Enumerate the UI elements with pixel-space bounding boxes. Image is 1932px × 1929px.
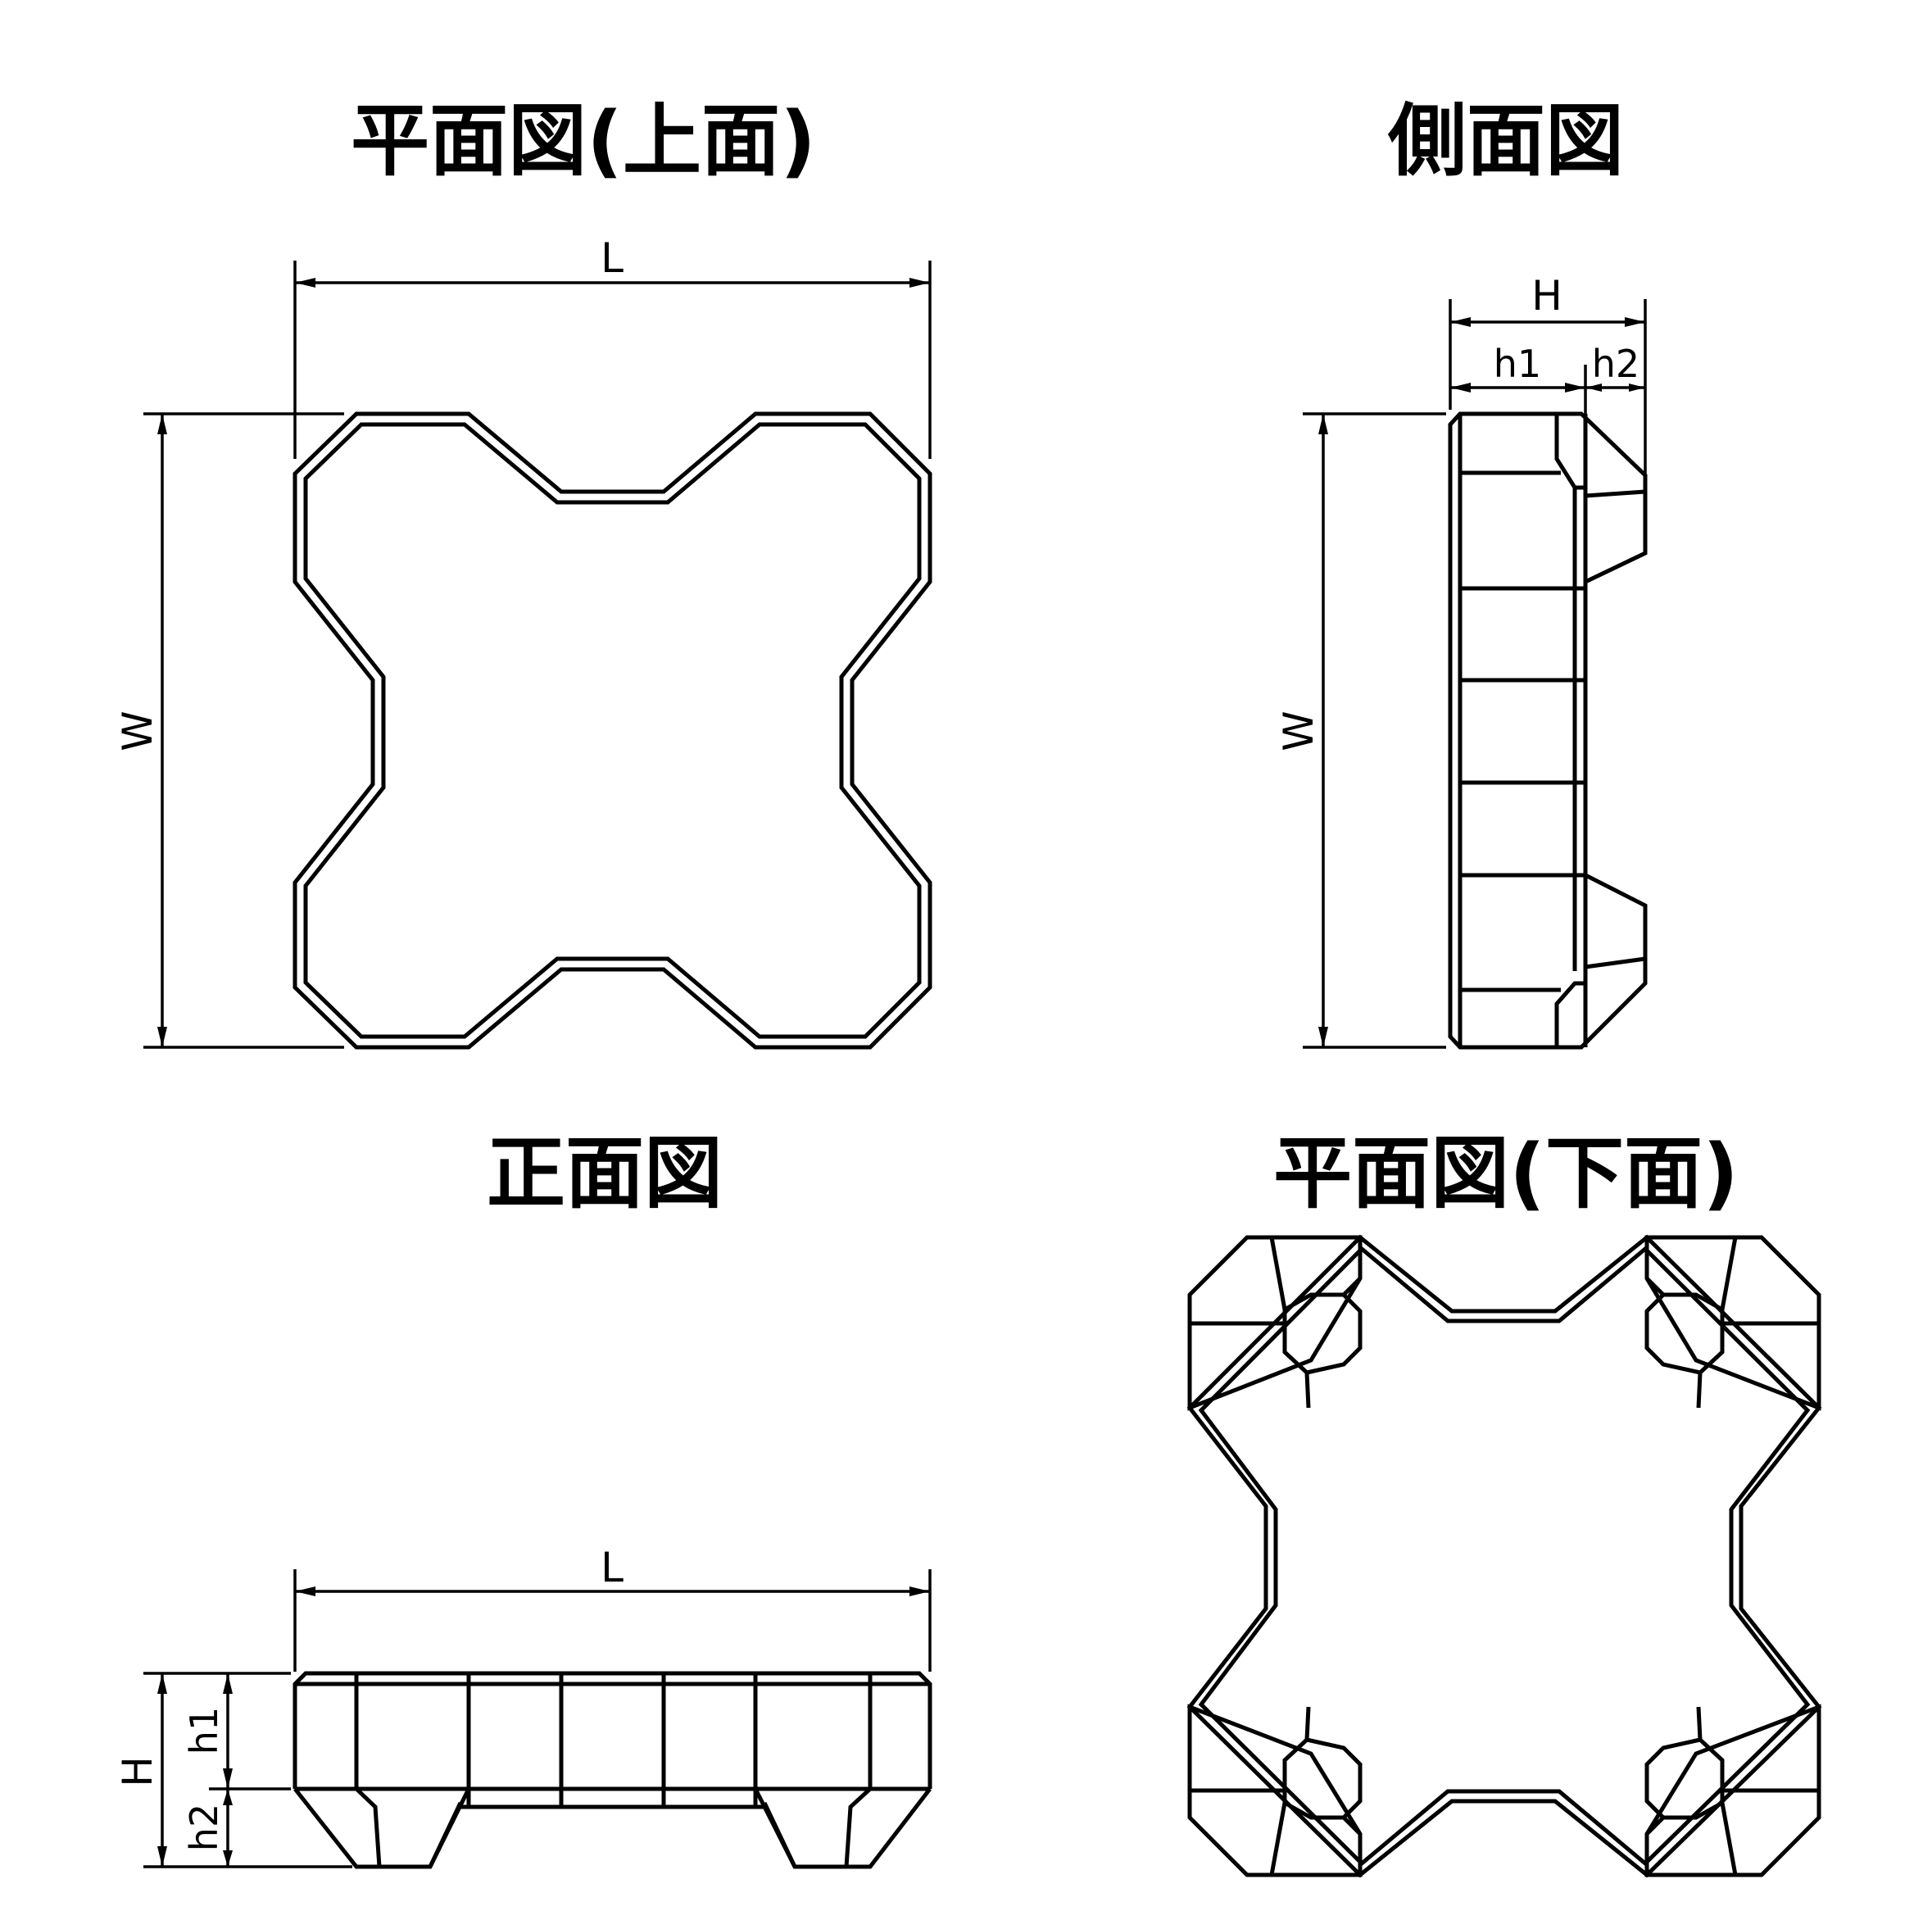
- front-right-foot: [753, 1787, 932, 1869]
- plan-bottom-foot-bottom-right: [1644, 1704, 1821, 1877]
- front-dim-h2-arrow-bottom: [223, 1850, 233, 1867]
- side-dim-H-arrow-right: [1625, 317, 1645, 327]
- plan-top-dim-L-arrow-left: [295, 278, 315, 288]
- plan-bottom-foot-bottom-left: [1187, 1704, 1363, 1877]
- front-dim-h1-arrow-bottom: [223, 1768, 233, 1789]
- side-dim-H-label: H: [1531, 272, 1562, 320]
- front-view: L H h1 h2: [114, 1544, 932, 1869]
- side-dim-W-arrow-top: [1318, 414, 1328, 434]
- title-side: 側面図: [1387, 95, 1624, 187]
- plan-bottom-cross-inner: [1198, 1246, 1811, 1867]
- plan-bottom-foot-top-left: [1187, 1235, 1363, 1411]
- front-dim-h1-arrow-top: [223, 1673, 233, 1694]
- front-left-foot-inner2: [428, 1801, 463, 1868]
- front-dim-h2-label: h2: [182, 1804, 226, 1851]
- front-dim-L-arrow-left: [295, 1586, 315, 1596]
- front-dim-H-arrow-bottom: [157, 1846, 167, 1867]
- side-dim-h1-arrow-right: [1565, 383, 1585, 393]
- title-plan-bottom: 平面図(下面): [1273, 1128, 1739, 1219]
- front-dim-L-arrow-right: [909, 1586, 930, 1596]
- plan-top-dim-W-arrow-top: [157, 414, 167, 434]
- front-left-foot-inner: [355, 1787, 382, 1868]
- front-dim-h2-arrow-top: [223, 1789, 233, 1805]
- front-dim-H-label: H: [114, 1756, 161, 1787]
- title-front: 正面図: [487, 1128, 723, 1219]
- side-view: H h1 h2 W: [1275, 272, 1648, 1050]
- plan-top-outline-outer: [293, 411, 932, 1050]
- title-plan-top: 平面図(上面): [351, 95, 816, 187]
- front-right-foot-inner2: [762, 1801, 797, 1868]
- front-left-foot: [293, 1787, 471, 1869]
- side-dim-W-label: W: [1275, 710, 1322, 751]
- side-dim-W-arrow-bottom: [1318, 1027, 1328, 1047]
- side-dim-h2-arrow-left: [1585, 384, 1602, 392]
- side-upper-foot-line: [1585, 489, 1646, 498]
- front-right-foot-inner: [844, 1787, 872, 1868]
- plan-top-dim-L-arrow-right: [909, 278, 930, 288]
- side-dim-h1-arrow-left: [1450, 383, 1471, 393]
- side-upper-chamfer: [1554, 414, 1585, 490]
- side-body-outline: [1448, 411, 1648, 1050]
- front-dim-L-label: L: [601, 1544, 624, 1591]
- plan-top-dim-W-arrow-bottom: [157, 1027, 167, 1047]
- plan-top-dim-L-label: L: [601, 234, 624, 282]
- side-lower-foot-line: [1585, 956, 1646, 969]
- front-dim-h1-label: h1: [182, 1707, 226, 1754]
- side-dim-h1-label: h1: [1494, 342, 1541, 386]
- plan-top-view: L W: [114, 234, 932, 1050]
- plan-bottom-foot-top-right: [1644, 1235, 1821, 1411]
- front-dim-H-arrow-top: [157, 1673, 167, 1694]
- front-top-outline: [293, 1671, 932, 1789]
- side-dim-h2-label: h2: [1592, 342, 1639, 386]
- plan-top-outline-inner: [303, 422, 922, 1039]
- side-dim-H-arrow-left: [1450, 317, 1471, 327]
- plan-bottom-view: [1186, 1234, 1822, 1878]
- plan-top-dim-W-label: W: [114, 710, 161, 751]
- side-lower-chamfer: [1554, 981, 1585, 1047]
- side-dim-h2-arrow-right: [1629, 384, 1645, 392]
